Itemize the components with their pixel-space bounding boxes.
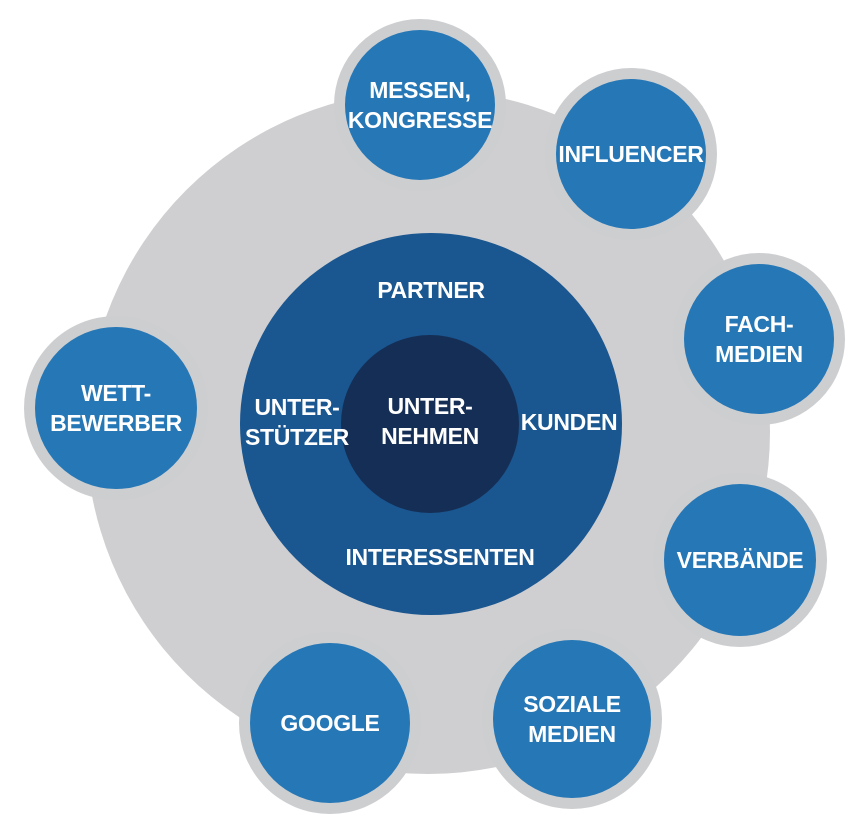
satellite-label-soziale-medien: SOZIALE MEDIEN — [523, 691, 621, 747]
ring-label-partner-line: PARTNER — [377, 277, 485, 303]
satellite-label-fachmedien-line: FACH- — [725, 311, 794, 337]
satellite-label-messen-kongresse-line: MESSEN, — [369, 77, 470, 103]
satellite-circle — [493, 640, 651, 798]
satellite-google: GOOGLE — [239, 632, 421, 814]
satellite-messen-kongresse: MESSEN, KONGRESSE — [334, 19, 506, 191]
satellite-label-soziale-medien-line: MEDIEN — [528, 721, 616, 747]
ring-label-kunden-line: KUNDEN — [521, 409, 618, 435]
satellite-label-wettbewerber-line: BEWERBER — [50, 410, 182, 436]
satellite-verbaende: VERBÄNDE — [653, 473, 827, 647]
satellite-fachmedien: FACH- MEDIEN — [673, 253, 845, 425]
core-label-text: UNTER- NEHMEN — [381, 393, 479, 449]
satellite-label-messen-kongresse-line: KONGRESSE — [348, 107, 492, 133]
ring-label-unterstuetzer-line: UNTER- — [254, 394, 339, 420]
satellite-label-verbaende-line: VERBÄNDE — [677, 547, 804, 573]
ring-label-interessenten-line: INTERESSENTEN — [345, 544, 534, 570]
satellite-label-influencer: INFLUENCER — [558, 141, 704, 167]
satellite-label-fachmedien: FACH- MEDIEN — [715, 311, 803, 367]
ring-label-unterstuetzer: UNTER- STÜTZER — [245, 394, 350, 450]
ring-label-interessenten: INTERESSENTEN — [345, 544, 534, 570]
satellite-circle — [345, 30, 495, 180]
ring-label-kunden: KUNDEN — [521, 409, 618, 435]
satellite-label-wettbewerber-line: WETT- — [81, 380, 151, 406]
satellite-label-messen-kongresse: MESSEN, KONGRESSE — [348, 77, 492, 133]
satellite-label-influencer-line: INFLUENCER — [558, 141, 704, 167]
satellite-influencer: INFLUENCER — [545, 68, 717, 240]
satellite-label-google: GOOGLE — [280, 710, 379, 736]
satellite-wettbewerber: WETT- BEWERBER — [24, 316, 208, 500]
satellite-circle — [664, 484, 816, 636]
core-circle — [341, 335, 519, 513]
satellite-circle — [250, 643, 410, 803]
satellite-label-soziale-medien-line: SOZIALE — [523, 691, 621, 717]
core-label-text-line: NEHMEN — [381, 423, 479, 449]
ring-label-partner: PARTNER — [377, 277, 485, 303]
satellite-circle — [556, 79, 706, 229]
satellite-soziale-medien: SOZIALE MEDIEN — [482, 629, 662, 809]
satellite-label-fachmedien-line: MEDIEN — [715, 341, 803, 367]
ring-labels: PARTNER KUNDEN INTERESSENTEN UNTER- STÜTZER — [245, 277, 618, 570]
satellite-label-verbaende: VERBÄNDE — [677, 547, 804, 573]
satellite-label-google-line: GOOGLE — [280, 710, 379, 736]
satellite-circle — [35, 327, 197, 489]
satellites: MESSEN, KONGRESSE INFLUENCER FACH- MEDIEN VER… — [24, 19, 845, 814]
ring-label-unterstuetzer-line: STÜTZER — [245, 424, 350, 450]
core-label-text-line: UNTER- — [387, 393, 472, 419]
core-label: UNTER- NEHMEN — [381, 393, 479, 449]
satellite-label-wettbewerber: WETT- BEWERBER — [50, 380, 182, 436]
satellite-circle — [684, 264, 834, 414]
